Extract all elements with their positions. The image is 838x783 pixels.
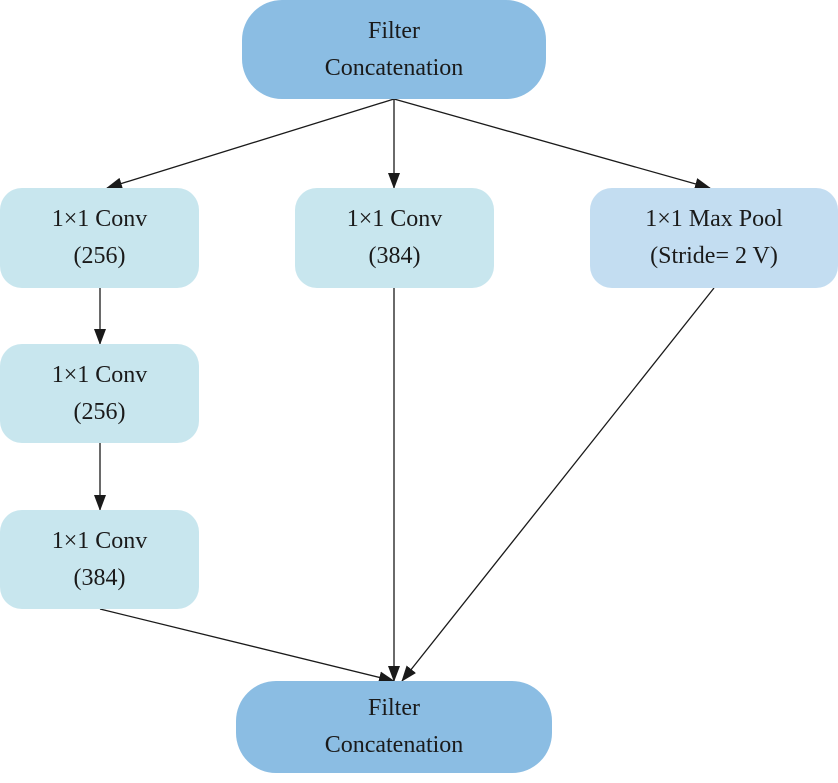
edge-top-concat-to-conv-a1 (106, 98, 395, 190)
node-label-line2: (384) (73, 564, 126, 591)
conv-256-node-1: 1×1 Conv (256) (0, 188, 199, 288)
node-label-line2: Concatenation (324, 54, 464, 81)
node-label-line1: 1×1 Conv (51, 206, 148, 232)
node-label-line1: 1×1 Conv (51, 361, 148, 388)
node-label-line1: 1×1 Conv (51, 527, 148, 554)
node-label-line2: Concatenation (324, 732, 464, 758)
node-label-line1: Filter (368, 695, 420, 721)
bottom-filter-concatenation-node: Filter Concatenation (236, 681, 552, 773)
edge-conv-a3-to-bottom-concat (99, 608, 395, 684)
conv-384-node-middle: 1×1 Conv (384) (295, 188, 494, 288)
node-label-line2: (384) (368, 243, 421, 269)
node-label-line2: (Stride= 2 V) (650, 243, 778, 269)
node-label-line1: 1×1 Conv (346, 206, 443, 232)
conv-384-node-left: 1×1 Conv (384) (0, 510, 199, 609)
edge-top-concat-to-max-pool (393, 98, 711, 190)
node-label-line1: 1×1 Max Pool (645, 206, 783, 232)
edge-max-pool-to-bottom-concat (401, 287, 715, 682)
top-filter-concatenation-node: Filter Concatenation (242, 0, 546, 99)
node-label-line2: (256) (73, 398, 126, 425)
node-label-line1: Filter (368, 17, 420, 44)
conv-256-node-2: 1×1 Conv (256) (0, 344, 199, 443)
max-pool-node: 1×1 Max Pool (Stride= 2 V) (590, 188, 838, 288)
node-label-line2: (256) (73, 243, 126, 269)
